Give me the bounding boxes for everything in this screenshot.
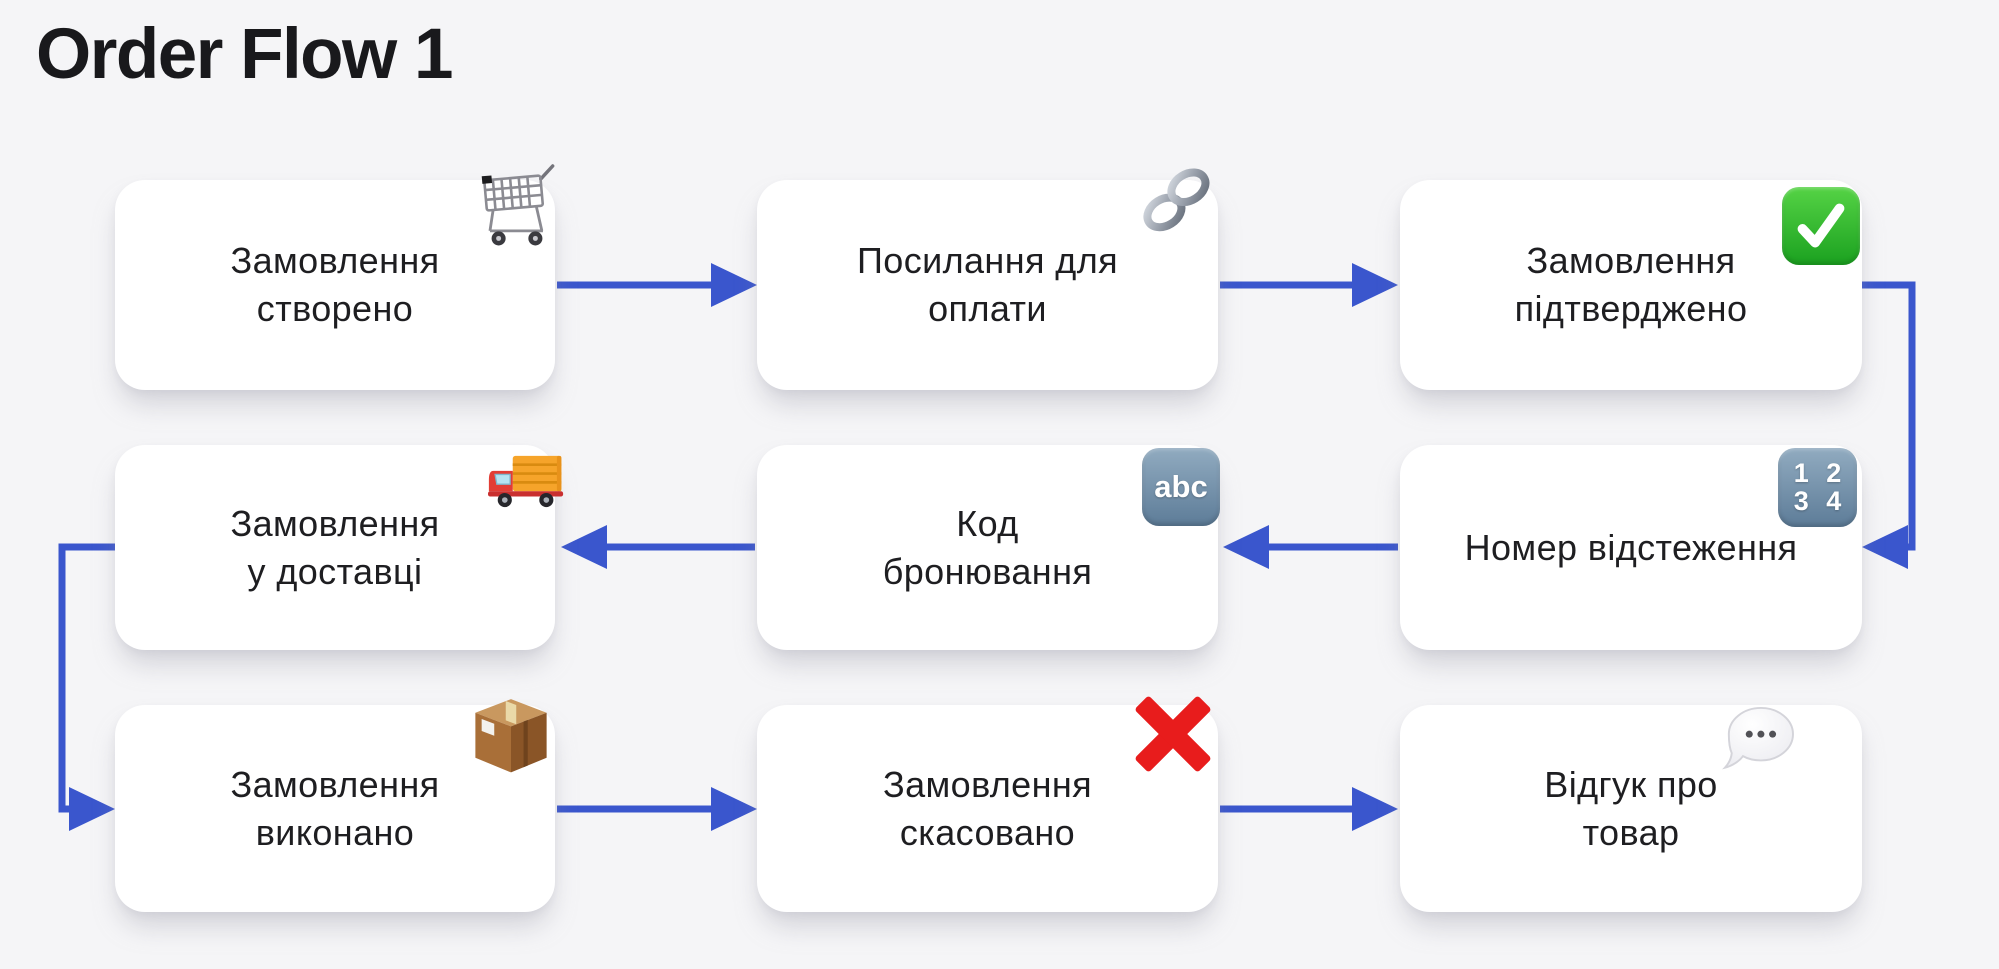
node-label: Замовлення виконано — [230, 763, 440, 853]
flow-node-payment-link: Посилання для оплати — [757, 168, 1218, 390]
cross-mark-icon — [1126, 687, 1220, 781]
flow-node-order-completed: Замовлення виконано — [115, 699, 555, 912]
node-label: Код бронювання — [882, 502, 1093, 592]
abc-badge-text: abc — [1154, 469, 1208, 504]
link-icon — [1137, 162, 1217, 240]
node-label: Посилання для оплати — [857, 240, 1118, 329]
check-mark-button-icon — [1782, 187, 1860, 265]
node-label: Замовлення скасовано — [882, 763, 1093, 853]
package-icon — [471, 697, 551, 785]
flow-node-tracking-number: Номер відстеження 1 2 3 4 — [1400, 445, 1862, 650]
numbers-badge-top: 1 2 — [1793, 457, 1847, 488]
node-label: Номер відстеження — [1464, 526, 1798, 568]
speech-balloon-icon — [1720, 705, 1796, 775]
arrow-confirmed-to-tracking — [1860, 281, 1916, 569]
flow-node-order-created: Замовлення створено — [115, 164, 555, 390]
input-latin-letters-icon: abc — [1142, 448, 1220, 526]
shopping-cart-icon — [477, 162, 557, 250]
node-label: Замовлення створено — [230, 240, 440, 329]
numbers-badge-bottom: 3 4 — [1793, 485, 1847, 516]
node-label: Відгук про товар — [1544, 763, 1718, 853]
delivery-truck-icon — [488, 453, 564, 510]
flow-node-booking-code: Код бронювання abc — [757, 445, 1220, 650]
flow-node-order-in-delivery: Замовлення у доставці — [115, 445, 564, 650]
node-label: Замовлення підтверджено — [1514, 240, 1748, 329]
arrow-delivery-to-completed — [58, 543, 115, 831]
flow-node-order-confirmed: Замовлення підтверджено — [1400, 180, 1862, 390]
node-label: Замовлення у доставці — [230, 502, 440, 592]
input-numbers-icon: 1 2 3 4 — [1778, 448, 1857, 527]
page-title: Order Flow 1 — [36, 15, 453, 94]
flow-node-product-review: Відгук про товар — [1400, 705, 1862, 912]
flow-node-order-cancelled: Замовлення скасовано — [757, 696, 1218, 912]
